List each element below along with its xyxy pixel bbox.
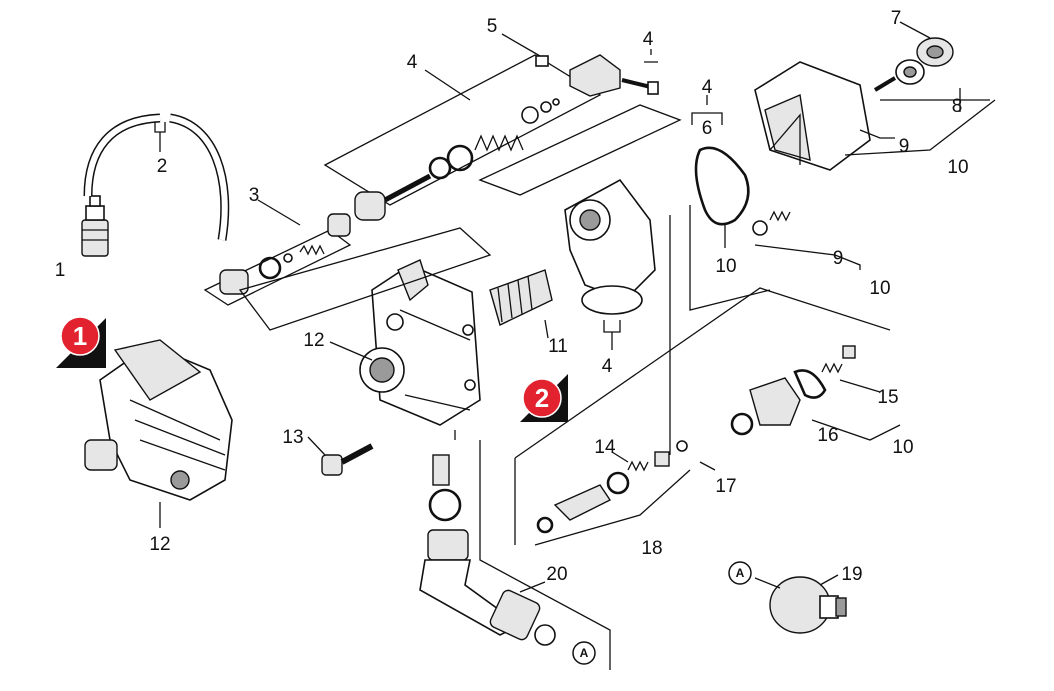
bracket-4c (603, 320, 621, 350)
part-12-pump-head (359, 259, 481, 426)
callout-20: 20 (546, 564, 567, 585)
reference-marker-a-coupler: A (728, 561, 752, 585)
callout-9-small: 9 (833, 248, 844, 269)
ref-a-1-label: A (580, 646, 589, 660)
part-16-valve-plug (730, 369, 827, 436)
callout-12-variant: 12 (149, 534, 170, 555)
badge-2-label: 2 (535, 383, 549, 413)
part-12-head-variant (84, 339, 233, 501)
part-9-stem (873, 76, 897, 92)
part-13-bolt (321, 443, 374, 476)
leader-13 (307, 436, 326, 456)
group-frame-3 (238, 227, 492, 331)
callout-19: 19 (841, 564, 862, 585)
leader-18 (534, 469, 691, 546)
callout-4-valve-group: 4 (407, 52, 418, 73)
callout-4-screw: 4 (643, 29, 654, 50)
leader-14 (611, 451, 629, 463)
leader-3 (257, 199, 301, 226)
detail-badge-2: 2 (520, 374, 568, 422)
part-19-quick-coupler (769, 576, 847, 634)
detail-badge-1: 1 (56, 316, 106, 368)
callout-10-housing: 10 (947, 157, 968, 178)
leader-17 (699, 461, 716, 471)
callout-13: 13 (282, 427, 303, 448)
callout-17: 17 (715, 476, 736, 497)
callout-7: 7 (891, 8, 902, 29)
group-frame-4 (478, 104, 682, 196)
callout-4-elbow: 4 (602, 356, 613, 377)
bracket-6 (691, 112, 723, 125)
part-8-seal (895, 59, 925, 85)
part-2-hose (83, 113, 230, 241)
callout-3: 3 (249, 185, 260, 206)
reference-marker-a-pipe: A (572, 641, 596, 665)
callout-11: 11 (548, 336, 568, 357)
callout-6: 6 (702, 118, 713, 139)
callout-18: 18 (641, 538, 662, 559)
leader-11 (544, 319, 549, 339)
part-20-outlet-pipe (419, 454, 556, 646)
leader-9a (859, 129, 895, 139)
part-1-hose-connector (81, 195, 109, 257)
group-frame-2 (514, 287, 891, 459)
bracket-4b (644, 49, 658, 63)
part-9-valve-small (752, 210, 791, 236)
part-4-valve-group (323, 54, 602, 221)
leader-15-16 (811, 379, 901, 441)
leader-19b (819, 574, 839, 586)
part-14-spring (627, 460, 649, 472)
leader-9b (754, 244, 861, 270)
leader-8 (880, 88, 990, 112)
part-3-valve-set (203, 213, 352, 306)
part-2-bracket (154, 122, 166, 133)
callout-5: 5 (487, 16, 498, 37)
part-17-nozzle (654, 440, 688, 467)
badge-1-label: 1 (73, 321, 87, 351)
callout-2: 2 (157, 156, 168, 177)
callout-12-main: 12 (303, 330, 324, 351)
part-11-elbow-fitting (489, 178, 656, 326)
callout-10-oring: 10 (715, 256, 736, 277)
part-7-cap (916, 37, 954, 67)
callout-16: 16 (817, 425, 838, 446)
group-frame-10a (844, 99, 996, 156)
part-5-clip (535, 54, 659, 97)
callout-14: 14 (594, 437, 616, 458)
part-6-oring (694, 146, 750, 226)
part-15-spring-pin (821, 345, 856, 374)
leader-5 (501, 33, 541, 57)
callout-15: 15 (877, 387, 898, 408)
leader-19a (754, 577, 781, 589)
callout-10-small: 10 (869, 278, 890, 299)
ref-a-2-label: A (736, 566, 745, 580)
group-frame-right (689, 205, 771, 311)
callout-8: 8 (952, 96, 963, 117)
part-18-valve-seat (536, 471, 630, 534)
leader-7 (899, 21, 931, 39)
callout-9-housing: 9 (899, 136, 910, 157)
leader-4a (424, 69, 471, 101)
leader-12 (329, 341, 373, 361)
group-frame-20 (454, 430, 611, 670)
callout-4-oring: 4 (702, 77, 713, 98)
callout-1: 1 (55, 260, 66, 281)
part-10-valve-housing (754, 61, 871, 171)
leader-20 (519, 581, 546, 593)
callout-10-valve: 10 (892, 437, 913, 458)
